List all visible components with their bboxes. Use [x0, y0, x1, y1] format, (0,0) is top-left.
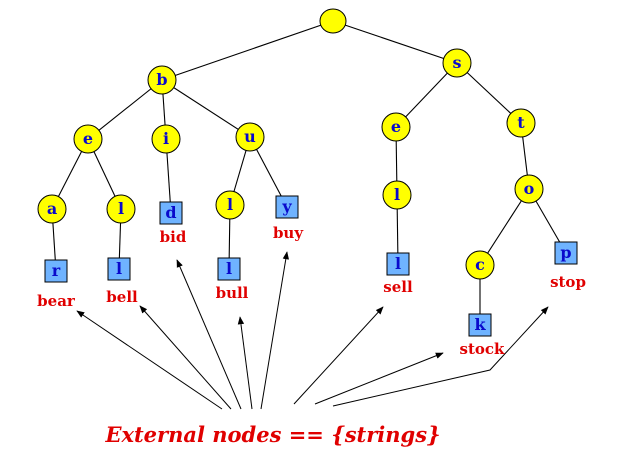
external-node-sell: l	[386, 252, 410, 276]
word-label-bear: bear	[37, 292, 76, 310]
caption-arrow-5	[260, 251, 289, 410]
edge-sto-stoc	[479, 188, 530, 266]
internal-node-s: s	[442, 48, 472, 78]
external-node-stop: p	[554, 241, 578, 265]
internal-node-se: e	[381, 112, 411, 142]
node-letter-stoc: c	[475, 255, 485, 274]
caption-external-nodes: External nodes == {strings}	[104, 422, 440, 447]
internal-node-st: t	[506, 108, 536, 138]
caption-arrow-1	[76, 310, 223, 410]
edge-root-s	[332, 20, 458, 64]
node-letter-bid: d	[165, 203, 176, 222]
external-node-buy: y	[275, 195, 299, 219]
node-letter-st: t	[517, 113, 525, 132]
node-letter-sto: o	[524, 179, 535, 198]
word-labels: bid buy bear bell bull sell stop stock	[37, 224, 586, 358]
word-label-stock: stock	[460, 340, 506, 358]
node-letter-bea: a	[47, 199, 57, 218]
external-node-bear: r	[44, 259, 68, 283]
caption-arrow-8	[332, 306, 549, 407]
internal-node-b: b	[147, 65, 177, 95]
edge-root-b	[161, 20, 334, 81]
node-letter-be: e	[83, 129, 93, 148]
word-label-stop: stop	[550, 273, 586, 291]
word-label-bull: bull	[216, 284, 249, 302]
internal-node-root	[319, 8, 347, 34]
edge-b-be	[87, 79, 163, 140]
node-letter-se: e	[391, 117, 401, 136]
node-letter-bull: l	[226, 259, 232, 278]
caption-arrow-7	[314, 352, 444, 405]
caption-arrow-4	[237, 316, 253, 410]
node-letter-stock: k	[474, 315, 486, 334]
caption-arrow-6	[293, 306, 384, 405]
external-node-bid: d	[159, 201, 183, 225]
word-label-buy: buy	[273, 224, 304, 242]
word-label-sell: sell	[383, 278, 413, 296]
internal-node-stoc: c	[465, 250, 495, 280]
word-label-bid: bid	[160, 228, 187, 246]
node-letter-buy: y	[281, 197, 292, 216]
external-node-bull: l	[217, 257, 241, 281]
word-label-bell: bell	[106, 288, 138, 306]
internal-node-sto: o	[514, 174, 544, 204]
internal-node-be: e	[73, 124, 103, 154]
internal-node-bu: u	[235, 122, 265, 152]
node-letter-s: s	[452, 53, 461, 72]
tree-nodes: b s e i u e t a l d l y l o r l l l c p k	[37, 8, 578, 337]
node-letter-stop: p	[560, 243, 571, 262]
node-letter-bul: l	[227, 195, 233, 214]
internal-node-bea: a	[37, 194, 67, 224]
edge-s-se	[395, 62, 458, 128]
caption-arrows	[76, 251, 549, 410]
node-letter-sell: l	[395, 254, 401, 273]
internal-node-bi: i	[151, 124, 181, 154]
edge-s-st	[456, 62, 522, 124]
node-letter-bell: l	[116, 259, 122, 278]
node-letter-sel: l	[394, 185, 400, 204]
internal-node-sel: l	[382, 180, 412, 210]
external-node-stock: k	[468, 313, 492, 337]
node-letter-bi: i	[163, 129, 169, 148]
node-letter-b: b	[156, 70, 167, 89]
caption-arrow-2	[139, 305, 232, 410]
caption-arrow-3	[176, 259, 242, 410]
external-node-bell: l	[107, 257, 131, 281]
node-letter-bear: r	[52, 261, 61, 280]
node-letter-bu: u	[244, 127, 256, 146]
node-letter-bel: l	[118, 199, 124, 218]
edge-b-bu	[161, 79, 251, 138]
internal-node-bel: l	[106, 194, 136, 224]
internal-node-bul: l	[215, 190, 245, 220]
